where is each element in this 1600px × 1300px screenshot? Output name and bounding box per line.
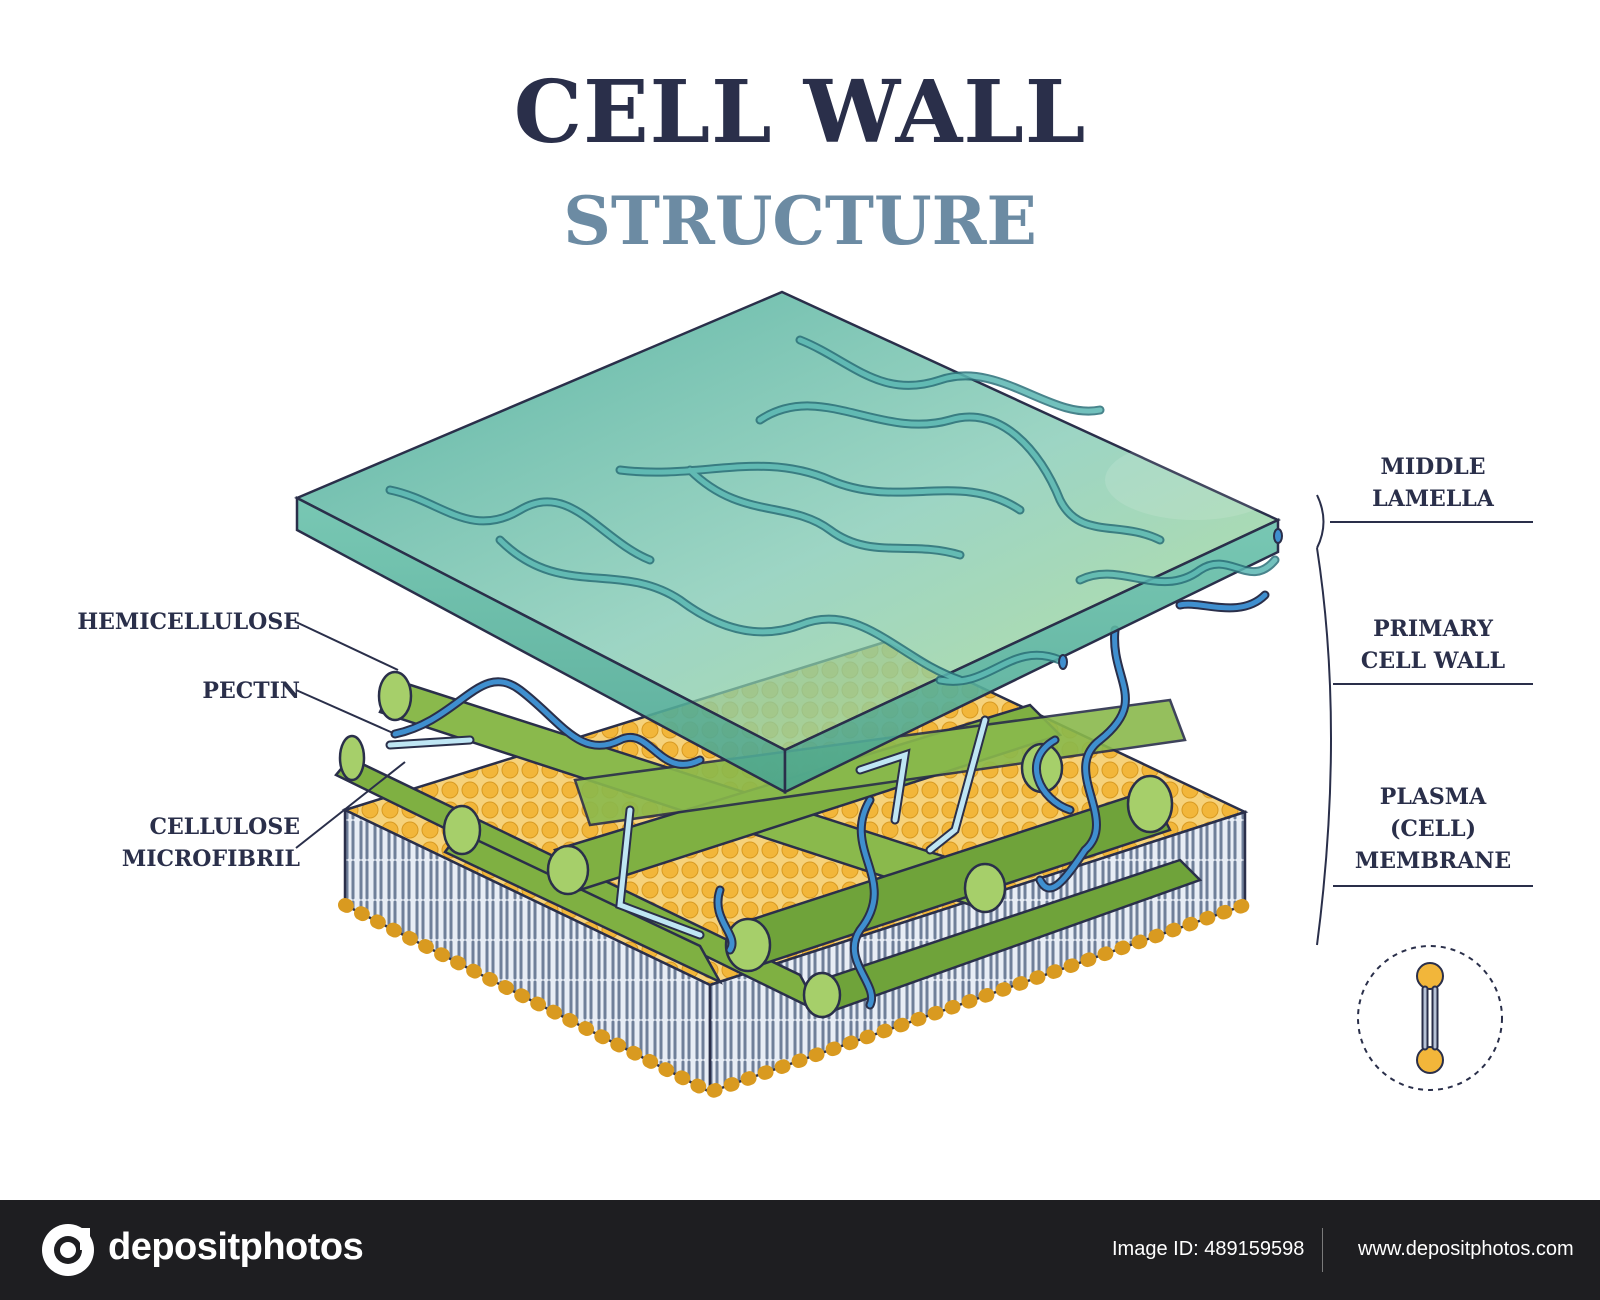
label-brackets-right [1316,494,1533,946]
label-primary-line2: CELL WALL [1360,647,1506,674]
label-plasma-line3: MEMBRANE [1354,847,1512,874]
cellulose-rod [724,788,1172,973]
label-plasma-line2: (CELL) [1389,815,1477,842]
diagram-subtitle: STRUCTURE [563,182,1037,260]
site-url[interactable]: www.depositphotos.com [1358,1238,1574,1260]
label-middle-lamella: MIDDLE LAMELLA [1333,452,1533,516]
depositphotos-logo-icon [42,1224,94,1276]
footer-bar: depositphotos Image ID: 489159598 www.de… [0,1200,1600,1300]
brand-name: depositphotos [108,1226,364,1268]
label-primary-cell-wall: PRIMARY CELL WALL [1333,614,1533,678]
membrane-detail-inset [1357,945,1503,1091]
cellulose-rod-end [1126,774,1174,834]
middle-lamella [294,290,1285,795]
label-middle-line2: LAMELLA [1372,485,1494,512]
pectin-strands [390,590,1270,1010]
cellulose-rod-end [963,862,1007,914]
label-leaders-left [295,621,406,849]
label-middle-line1: MIDDLE [1380,454,1486,480]
label-pectin: PECTIN [202,678,300,704]
cellulose-rod [802,858,1203,1019]
lamella-pectin-strands [385,335,1280,686]
footer-divider [1322,1228,1323,1272]
label-plasma-membrane: PLASMA (CELL) MEMBRANE [1333,782,1533,878]
label-cellulose-microfibril: CELLULOSE MICROFIBRIL [40,812,300,876]
label-plasma-line1: PLASMA [1379,784,1487,810]
label-primary-line1: PRIMARY [1373,616,1493,642]
label-cellulose-line2: MICROFIBRIL [121,845,300,872]
image-id: Image ID: 489159598 [1112,1238,1305,1260]
cellulose-microfibrils [334,670,1203,1019]
cell-wall-illustration [294,290,1533,1100]
label-hemicellulose: HEMICELLULOSE [77,609,300,635]
hemicellulose-strands [385,715,990,940]
label-cellulose-line1: CELLULOSE [149,814,301,840]
diagram-title: CELL WALL [513,62,1087,163]
